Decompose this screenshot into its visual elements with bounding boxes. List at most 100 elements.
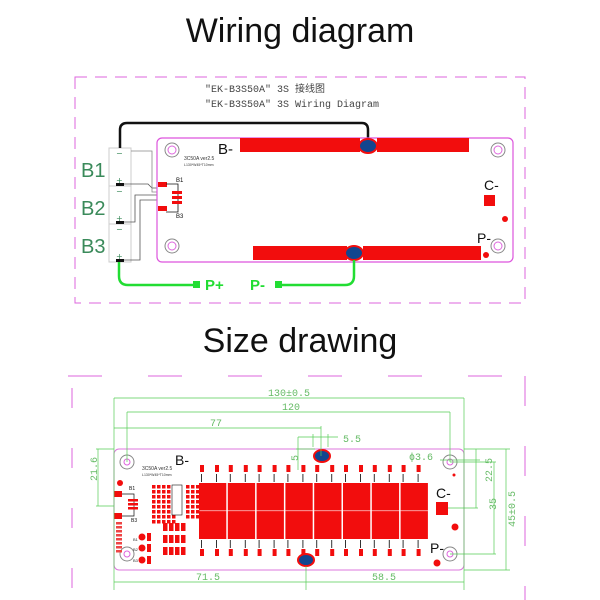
smd-components — [116, 484, 200, 564]
smd-resistor — [162, 510, 166, 514]
smd-resistor — [152, 485, 156, 489]
mounting-hole — [490, 238, 506, 254]
mosfet-pin-pad — [372, 465, 377, 472]
cell-b2-minus: − — [116, 187, 123, 196]
smd-resistor — [186, 485, 190, 489]
mosfet-pin-pad — [387, 465, 392, 472]
wiring-diagram: "EK-B3S50A" 3S 接线图 "EK-B3S50A" 3S Wiring… — [74, 76, 526, 304]
dim-left-connector: 21.6 — [90, 457, 101, 481]
mosfet-bank — [198, 465, 429, 556]
balance-pin — [116, 530, 122, 533]
balance-label-b2: B2 — [133, 547, 139, 552]
smd-part — [181, 535, 186, 543]
mosfet-pin-pad — [257, 549, 262, 556]
smd-resistor — [152, 520, 156, 524]
bminus-busbar — [377, 138, 469, 152]
smd-part — [163, 523, 168, 531]
size-cminus-pad — [436, 502, 448, 515]
mosfet-pin-pad — [257, 465, 262, 472]
cell-label-b2: B2 — [81, 198, 105, 220]
mosfet-lead — [273, 540, 275, 548]
dim-cminus-position: 22.5 — [485, 458, 496, 482]
smd-resistor — [186, 505, 190, 509]
battery-cells: B1 B2 B3 − + − + − + — [81, 147, 132, 263]
smd-resistor — [152, 505, 156, 509]
mosfet-pin-pad — [215, 465, 219, 472]
mosfet-lead — [388, 540, 390, 548]
smd-resistor — [157, 505, 161, 509]
label-pminus-out: P- — [250, 277, 265, 294]
smd-resistor — [191, 505, 195, 509]
mosfet-lead — [402, 540, 404, 548]
smd-resistor — [157, 500, 161, 504]
smd-part — [169, 535, 174, 543]
smd-resistor — [152, 490, 156, 494]
size-board-model: 3C50A ver2.5 — [142, 466, 173, 472]
smd-resistor — [196, 515, 200, 519]
pminus-busbar — [253, 246, 347, 260]
connector-label-b3: B3 — [176, 214, 184, 220]
mosfet-pin-pad — [315, 465, 320, 472]
smd-part — [169, 547, 174, 555]
dim-pminus-right: 58.5 — [372, 573, 396, 584]
label-bminus: B- — [218, 141, 233, 158]
smd-resistor — [162, 495, 166, 499]
mosfet-lead — [360, 540, 361, 548]
balance-pin — [116, 538, 122, 541]
mounting-hole — [164, 142, 180, 158]
smd-resistor — [162, 485, 166, 489]
dim-total-length: 130±0.5 — [268, 389, 310, 400]
cell-terminal — [116, 183, 124, 186]
mosfet-pin-pad — [372, 549, 377, 556]
smd-part — [175, 547, 180, 555]
smd-resistor — [186, 495, 190, 499]
cell-terminal — [116, 221, 124, 224]
smd-part — [147, 544, 151, 552]
dim-hole-spacing: 120 — [282, 403, 300, 414]
balance-pad — [138, 556, 146, 564]
balance-pin — [116, 546, 122, 549]
mosfet-lead — [287, 474, 289, 482]
smd-resistor — [152, 495, 156, 499]
mosfet-pin-pad — [401, 549, 406, 556]
mosfet-pin-pad — [330, 465, 335, 472]
mosfet-pin-pad — [301, 549, 306, 556]
smd-resistor — [191, 500, 195, 504]
mosfet-lead — [331, 474, 333, 482]
dimension-lines — [96, 397, 510, 590]
mosfet-lead — [273, 474, 275, 482]
smd-part — [181, 523, 186, 531]
balance-connector-size: B1 B3 — [114, 486, 138, 524]
mosfet-pin-pad — [330, 549, 335, 556]
mosfet-lead — [244, 540, 246, 548]
smd-resistor — [152, 500, 156, 504]
dim-pminus-left: 71.5 — [196, 573, 220, 584]
mosfet-pin-pad — [359, 465, 363, 472]
mosfet-pin-pad — [272, 549, 277, 556]
balance-pad — [138, 533, 146, 541]
smd-resistor — [162, 500, 166, 504]
mosfet-lead — [402, 474, 404, 482]
mosfet-pin-pad — [215, 549, 219, 556]
pminus-out-terminal — [275, 281, 282, 288]
mosfet-pin-pad — [228, 465, 233, 472]
smd-resistor — [191, 495, 195, 499]
mosfet-pin-pad — [416, 465, 421, 472]
balance-label-b1: B1 — [133, 537, 139, 542]
smd-resistor — [191, 515, 195, 519]
smd-resistor — [196, 490, 200, 494]
mounting-holes — [164, 142, 506, 254]
smd-resistor — [157, 520, 161, 524]
mosfet-lead — [373, 474, 375, 482]
smd-resistor — [157, 510, 161, 514]
smd-resistor — [167, 485, 171, 489]
pminus-busbar — [363, 246, 481, 260]
pplus-terminal — [193, 281, 200, 288]
pminus-terminal — [344, 245, 364, 261]
smd-resistor — [157, 490, 161, 494]
smd-resistor — [186, 490, 190, 494]
mosfet-divider — [198, 510, 429, 512]
smd-resistor — [157, 515, 161, 519]
mosfet-lead — [216, 474, 217, 482]
balance-connector: B1 B3 — [158, 178, 184, 220]
